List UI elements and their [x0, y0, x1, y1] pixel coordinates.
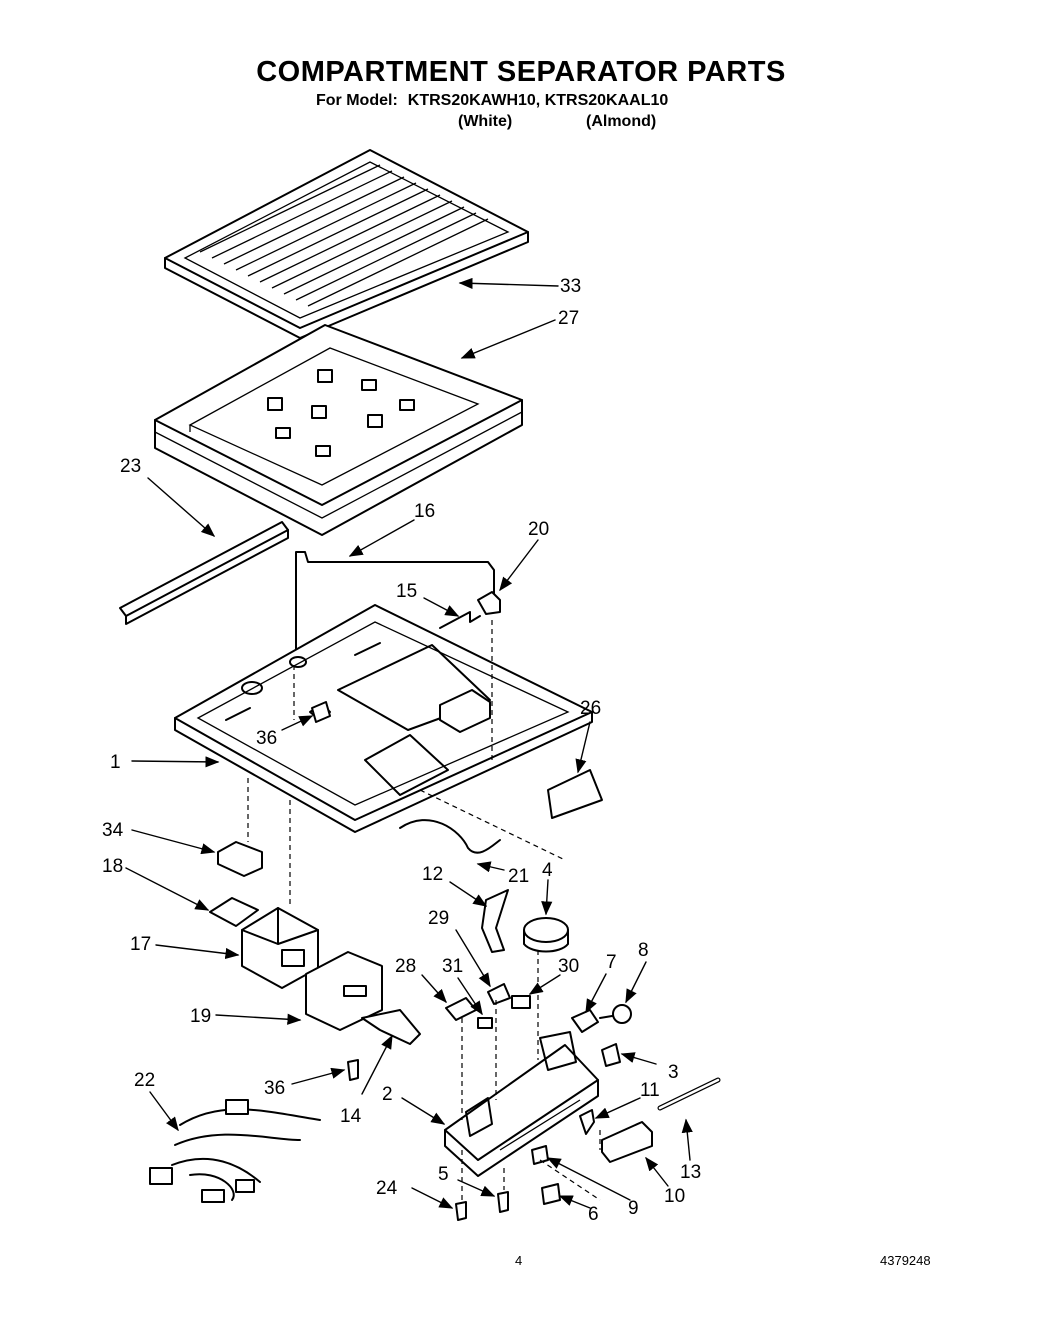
part-6-clip: [541, 1183, 561, 1205]
part-7-socket: [571, 1009, 599, 1033]
callout-24: 24: [376, 1178, 398, 1199]
callout-labels: 33 27 23 16 20 15 26 36 1 34 21 18 12 4 …: [102, 276, 701, 1225]
callout-19: 19: [190, 1006, 211, 1027]
part-22-wire-harness: [149, 1099, 321, 1203]
part-15-bracket: [439, 611, 481, 629]
callout-5: 5: [438, 1164, 449, 1185]
variant-white: (White): [458, 113, 513, 130]
part-36-screw-upper: [311, 701, 331, 723]
callout-4: 4: [542, 860, 553, 881]
callout-12: 12: [422, 864, 443, 885]
part-33-shelf-grille: [164, 149, 529, 339]
part-34-switch: [217, 841, 263, 877]
callout-15: 15: [396, 581, 417, 602]
callout-7: 7: [606, 952, 617, 973]
callout-36-lower: 36: [264, 1078, 285, 1099]
part-20-clip: [477, 591, 501, 615]
callout-2: 2: [382, 1084, 393, 1105]
part-10-switch-bracket: [601, 1121, 653, 1163]
part-11-screw: [579, 1109, 595, 1135]
callout-30: 30: [558, 956, 579, 977]
callout-27: 27: [558, 308, 579, 329]
part-8-bulb: [599, 1004, 632, 1024]
callout-28: 28: [395, 956, 416, 977]
callout-18: 18: [102, 856, 123, 877]
part-19-cover: [305, 951, 383, 1031]
part-16-heater-wire: [295, 551, 495, 666]
callout-23: 23: [120, 456, 141, 477]
part-5-screw: [497, 1191, 509, 1213]
part-4-damper-motor: [523, 917, 569, 953]
part-1-separator-base: [174, 604, 593, 833]
part-13-rod-inner: [658, 1078, 720, 1110]
callout-31: 31: [442, 956, 463, 977]
part-29-clip: [487, 983, 511, 1005]
page-title: COMPARTMENT SEPARATOR PARTS: [256, 56, 786, 88]
part-18-bezel: [209, 897, 259, 927]
callout-13: 13: [680, 1162, 701, 1183]
callout-16: 16: [414, 501, 435, 522]
callout-11: 11: [640, 1080, 660, 1101]
callout-6: 6: [588, 1204, 599, 1225]
part-12-arm: [481, 889, 509, 953]
callout-26: 26: [580, 698, 601, 719]
callout-21: 21: [508, 866, 529, 887]
part-14-bracket: [361, 1009, 421, 1045]
callout-14: 14: [340, 1106, 362, 1127]
part-27-separator-frame: [154, 324, 523, 536]
part-28-latch: [445, 997, 477, 1021]
model-label: For Model:: [316, 92, 398, 109]
callout-1: 1: [110, 752, 121, 773]
callout-34: 34: [102, 820, 124, 841]
callout-leaders: [125, 277, 693, 1209]
part-9-nut: [531, 1145, 549, 1165]
document-number: 4379248: [880, 1253, 931, 1268]
part-26-panel: [547, 769, 603, 819]
callout-33: 33: [560, 276, 581, 297]
part-30-pad: [511, 995, 531, 1009]
callout-8: 8: [638, 940, 649, 961]
part-36-screw-lower: [347, 1059, 359, 1081]
part-23-trim-strip: [119, 521, 289, 625]
callout-17: 17: [130, 934, 151, 955]
model-line: For Model: KTRS20KAWH10, KTRS20KAAL10: [316, 92, 668, 110]
page-number: 4: [515, 1253, 523, 1268]
part-2-mounting-tray: [444, 1031, 599, 1177]
callout-9: 9: [628, 1198, 639, 1219]
part-31-pad: [477, 1017, 493, 1029]
part-21-wire-harness: [399, 819, 501, 854]
part-3-clip: [601, 1043, 621, 1067]
callout-10: 10: [664, 1186, 685, 1207]
callout-36-upper: 36: [256, 728, 277, 749]
callout-22: 22: [134, 1070, 155, 1091]
part-24-screw: [455, 1201, 467, 1221]
callout-20: 20: [528, 519, 549, 540]
variant-almond: (Almond): [586, 113, 657, 130]
callout-3: 3: [668, 1062, 679, 1083]
callout-29: 29: [428, 908, 449, 929]
model-numbers: KTRS20KAWH10, KTRS20KAAL10: [407, 92, 669, 109]
